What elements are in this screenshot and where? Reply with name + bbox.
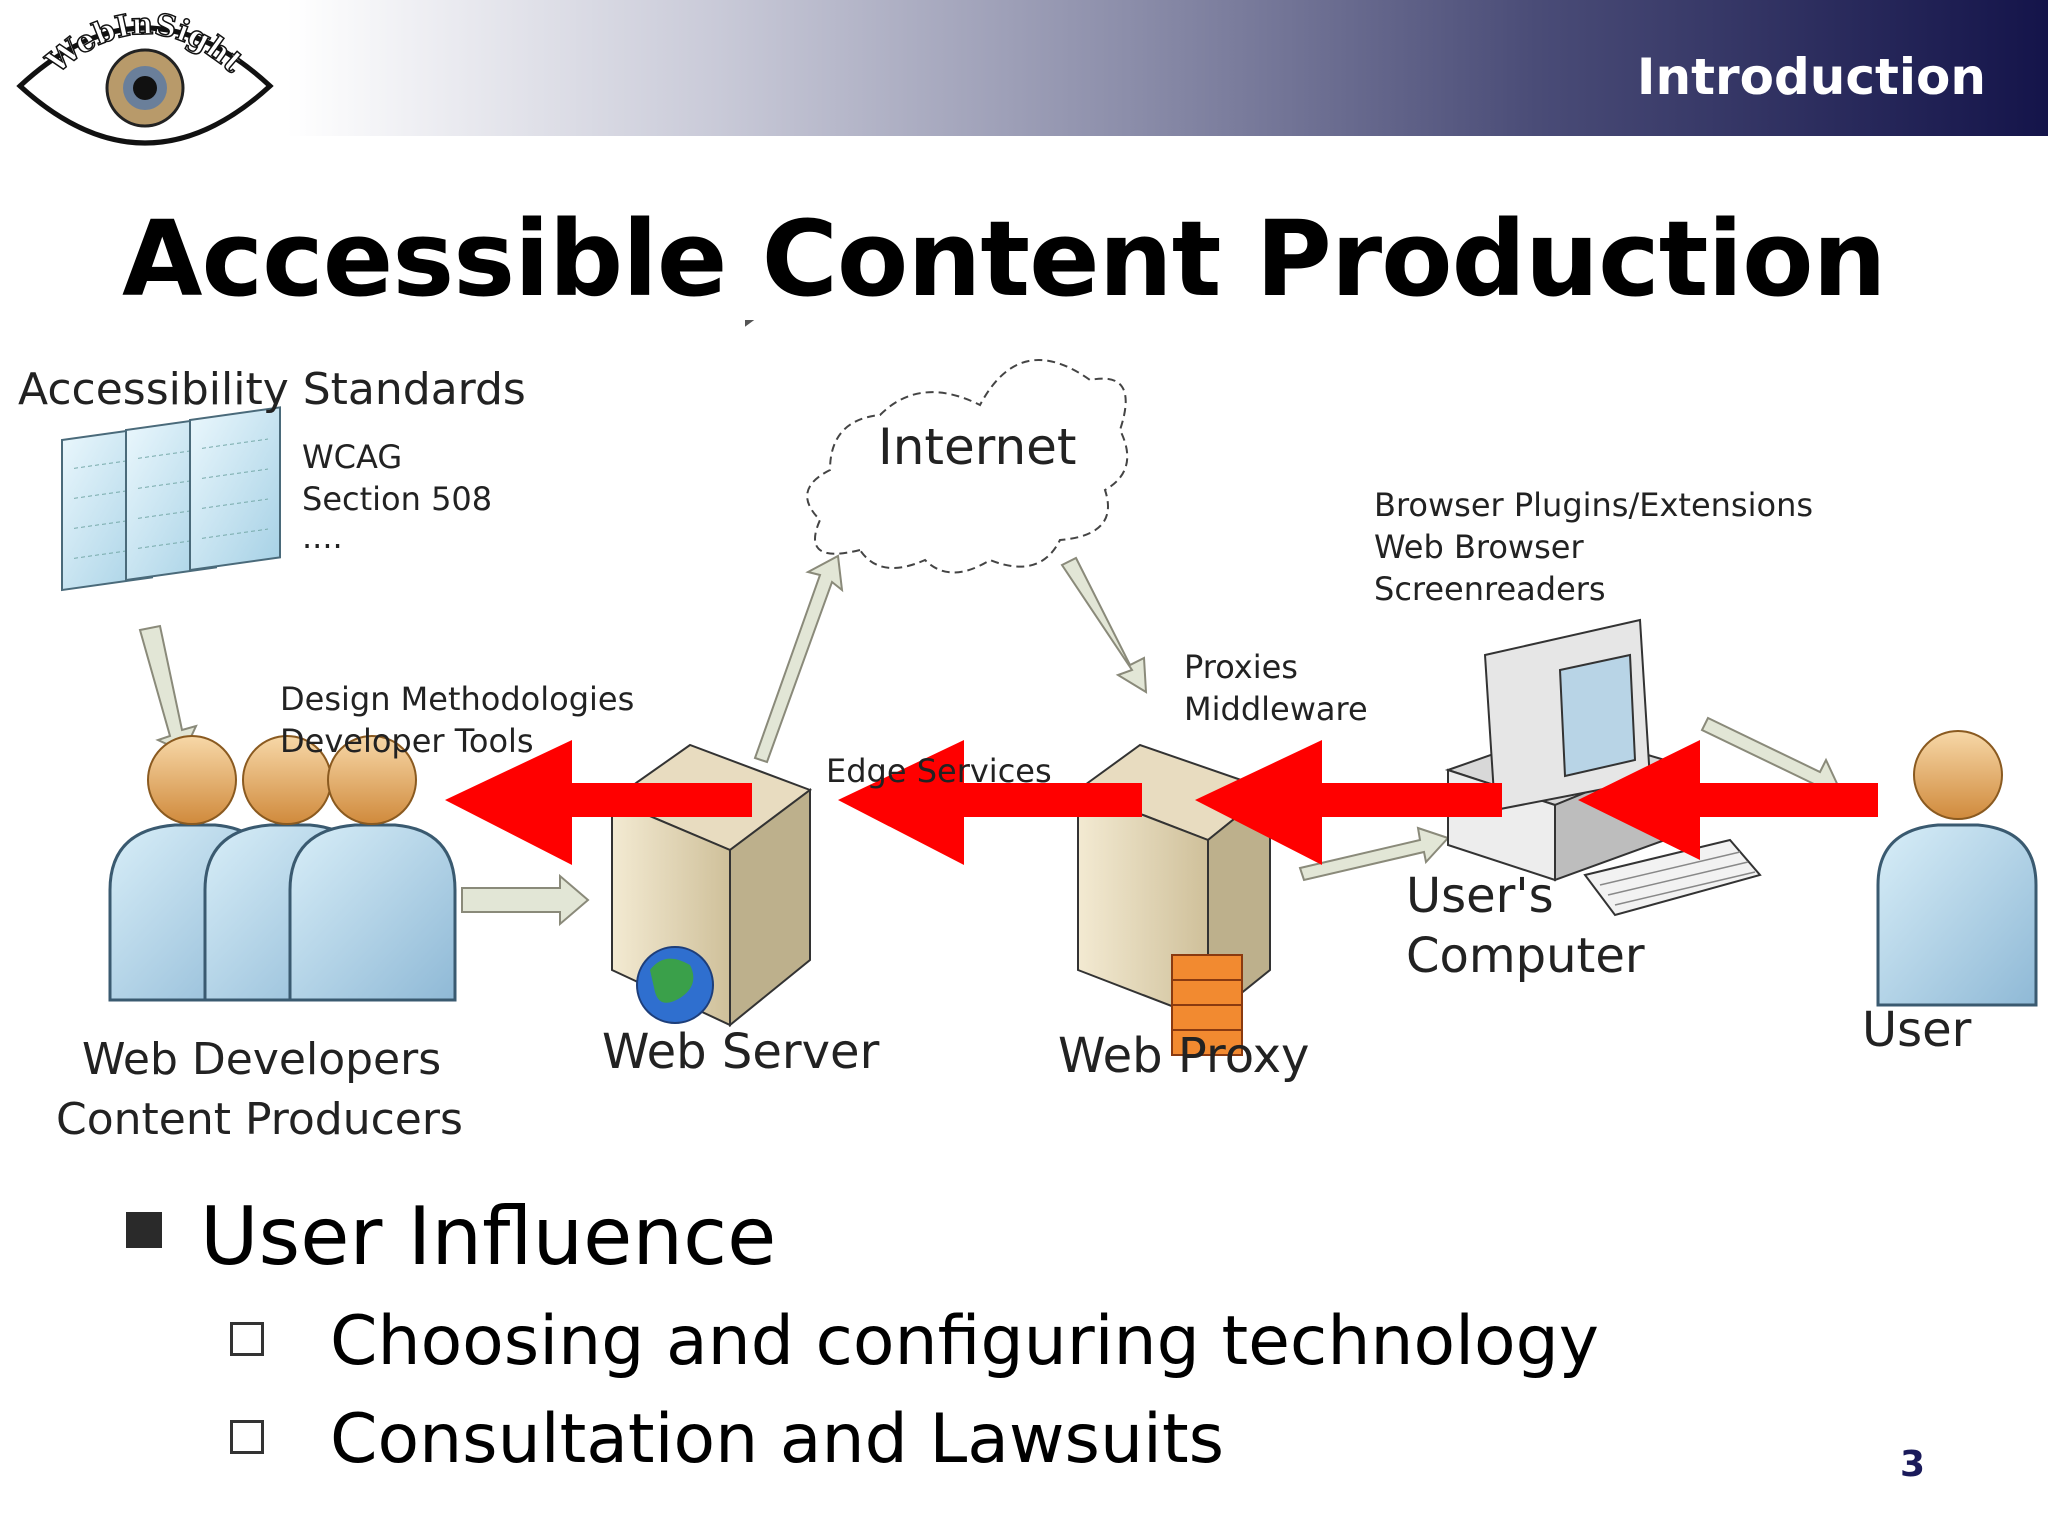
page-number: 3	[1900, 1444, 1926, 1485]
web-server-label: Web Server	[602, 1024, 880, 1080]
section-508-label: Section 508	[302, 480, 493, 518]
web-browser-label: Web Browser	[1374, 528, 1584, 566]
red-arrow-computer-proxy	[1195, 740, 1502, 865]
bullet-square-icon	[126, 1212, 162, 1248]
red-arrow-server-developers	[445, 740, 752, 865]
web-proxy-label: Web Proxy	[1058, 1028, 1310, 1084]
users-computer-label-line1: User's	[1406, 868, 1554, 924]
flow-arrow-proxy-computer	[1298, 826, 1450, 882]
web-developers-icon	[108, 735, 457, 1002]
bullet-main: User Influence	[200, 1190, 777, 1283]
flow-arrow-to-internet	[753, 554, 844, 764]
screenreaders-label: Screenreaders	[1374, 570, 1606, 608]
slide-title: Accessible Content Production	[122, 198, 1887, 320]
flow-arrow-dev-server	[461, 873, 590, 927]
browser-plugins-label: Browser Plugins/Extensions	[1374, 486, 1814, 524]
flow-arrow-standards	[138, 624, 198, 754]
users-computer-label-line2: Computer	[1406, 928, 1645, 984]
content-producers-label: Content Producers	[56, 1094, 463, 1145]
user-label: User	[1862, 1002, 1972, 1058]
standards-ellipsis: ....	[302, 518, 343, 556]
standards-documents-icon	[61, 406, 281, 592]
user-influence-arrows	[445, 740, 1878, 865]
proxies-label: Proxies	[1184, 648, 1298, 686]
red-arrow-user-computer	[1578, 740, 1878, 860]
sub-bullet-1: Choosing and configuring technology	[330, 1302, 1600, 1381]
user-icon	[1876, 730, 2038, 1007]
accessibility-standards-label: Accessibility Standards	[18, 364, 526, 415]
section-title: Introduction	[1636, 48, 1986, 106]
flow-arrow-from-internet	[1060, 556, 1148, 694]
flow-arrow-computer-user	[1700, 716, 1842, 796]
design-methodologies-label: Design Methodologies	[280, 680, 635, 718]
web-server-icon	[609, 320, 813, 1028]
content-production-diagram: Accessibility Standards WCAG Section 508…	[0, 320, 2048, 1170]
sub-bullet-box-icon	[230, 1420, 264, 1454]
web-proxy-icon	[1075, 743, 1273, 1056]
sub-bullet-2: Consultation and Lawsuits	[330, 1400, 1225, 1479]
internet-label: Internet	[878, 418, 1077, 476]
wcag-label: WCAG	[302, 438, 403, 476]
flow-arrows	[138, 554, 1842, 927]
edge-services-label: Edge Services	[826, 752, 1052, 790]
webinsight-logo: WebInSight	[16, 10, 274, 146]
web-developers-label: Web Developers	[82, 1034, 442, 1085]
internet-cloud-icon	[806, 359, 1129, 574]
firewall-icon	[1171, 954, 1243, 1056]
header-band: Introduction	[0, 0, 2048, 136]
middleware-label: Middleware	[1184, 690, 1368, 728]
red-arrow-proxy-server	[838, 740, 1142, 865]
sub-bullet-box-icon	[230, 1322, 264, 1356]
developer-tools-label: Developer Tools	[280, 722, 534, 760]
